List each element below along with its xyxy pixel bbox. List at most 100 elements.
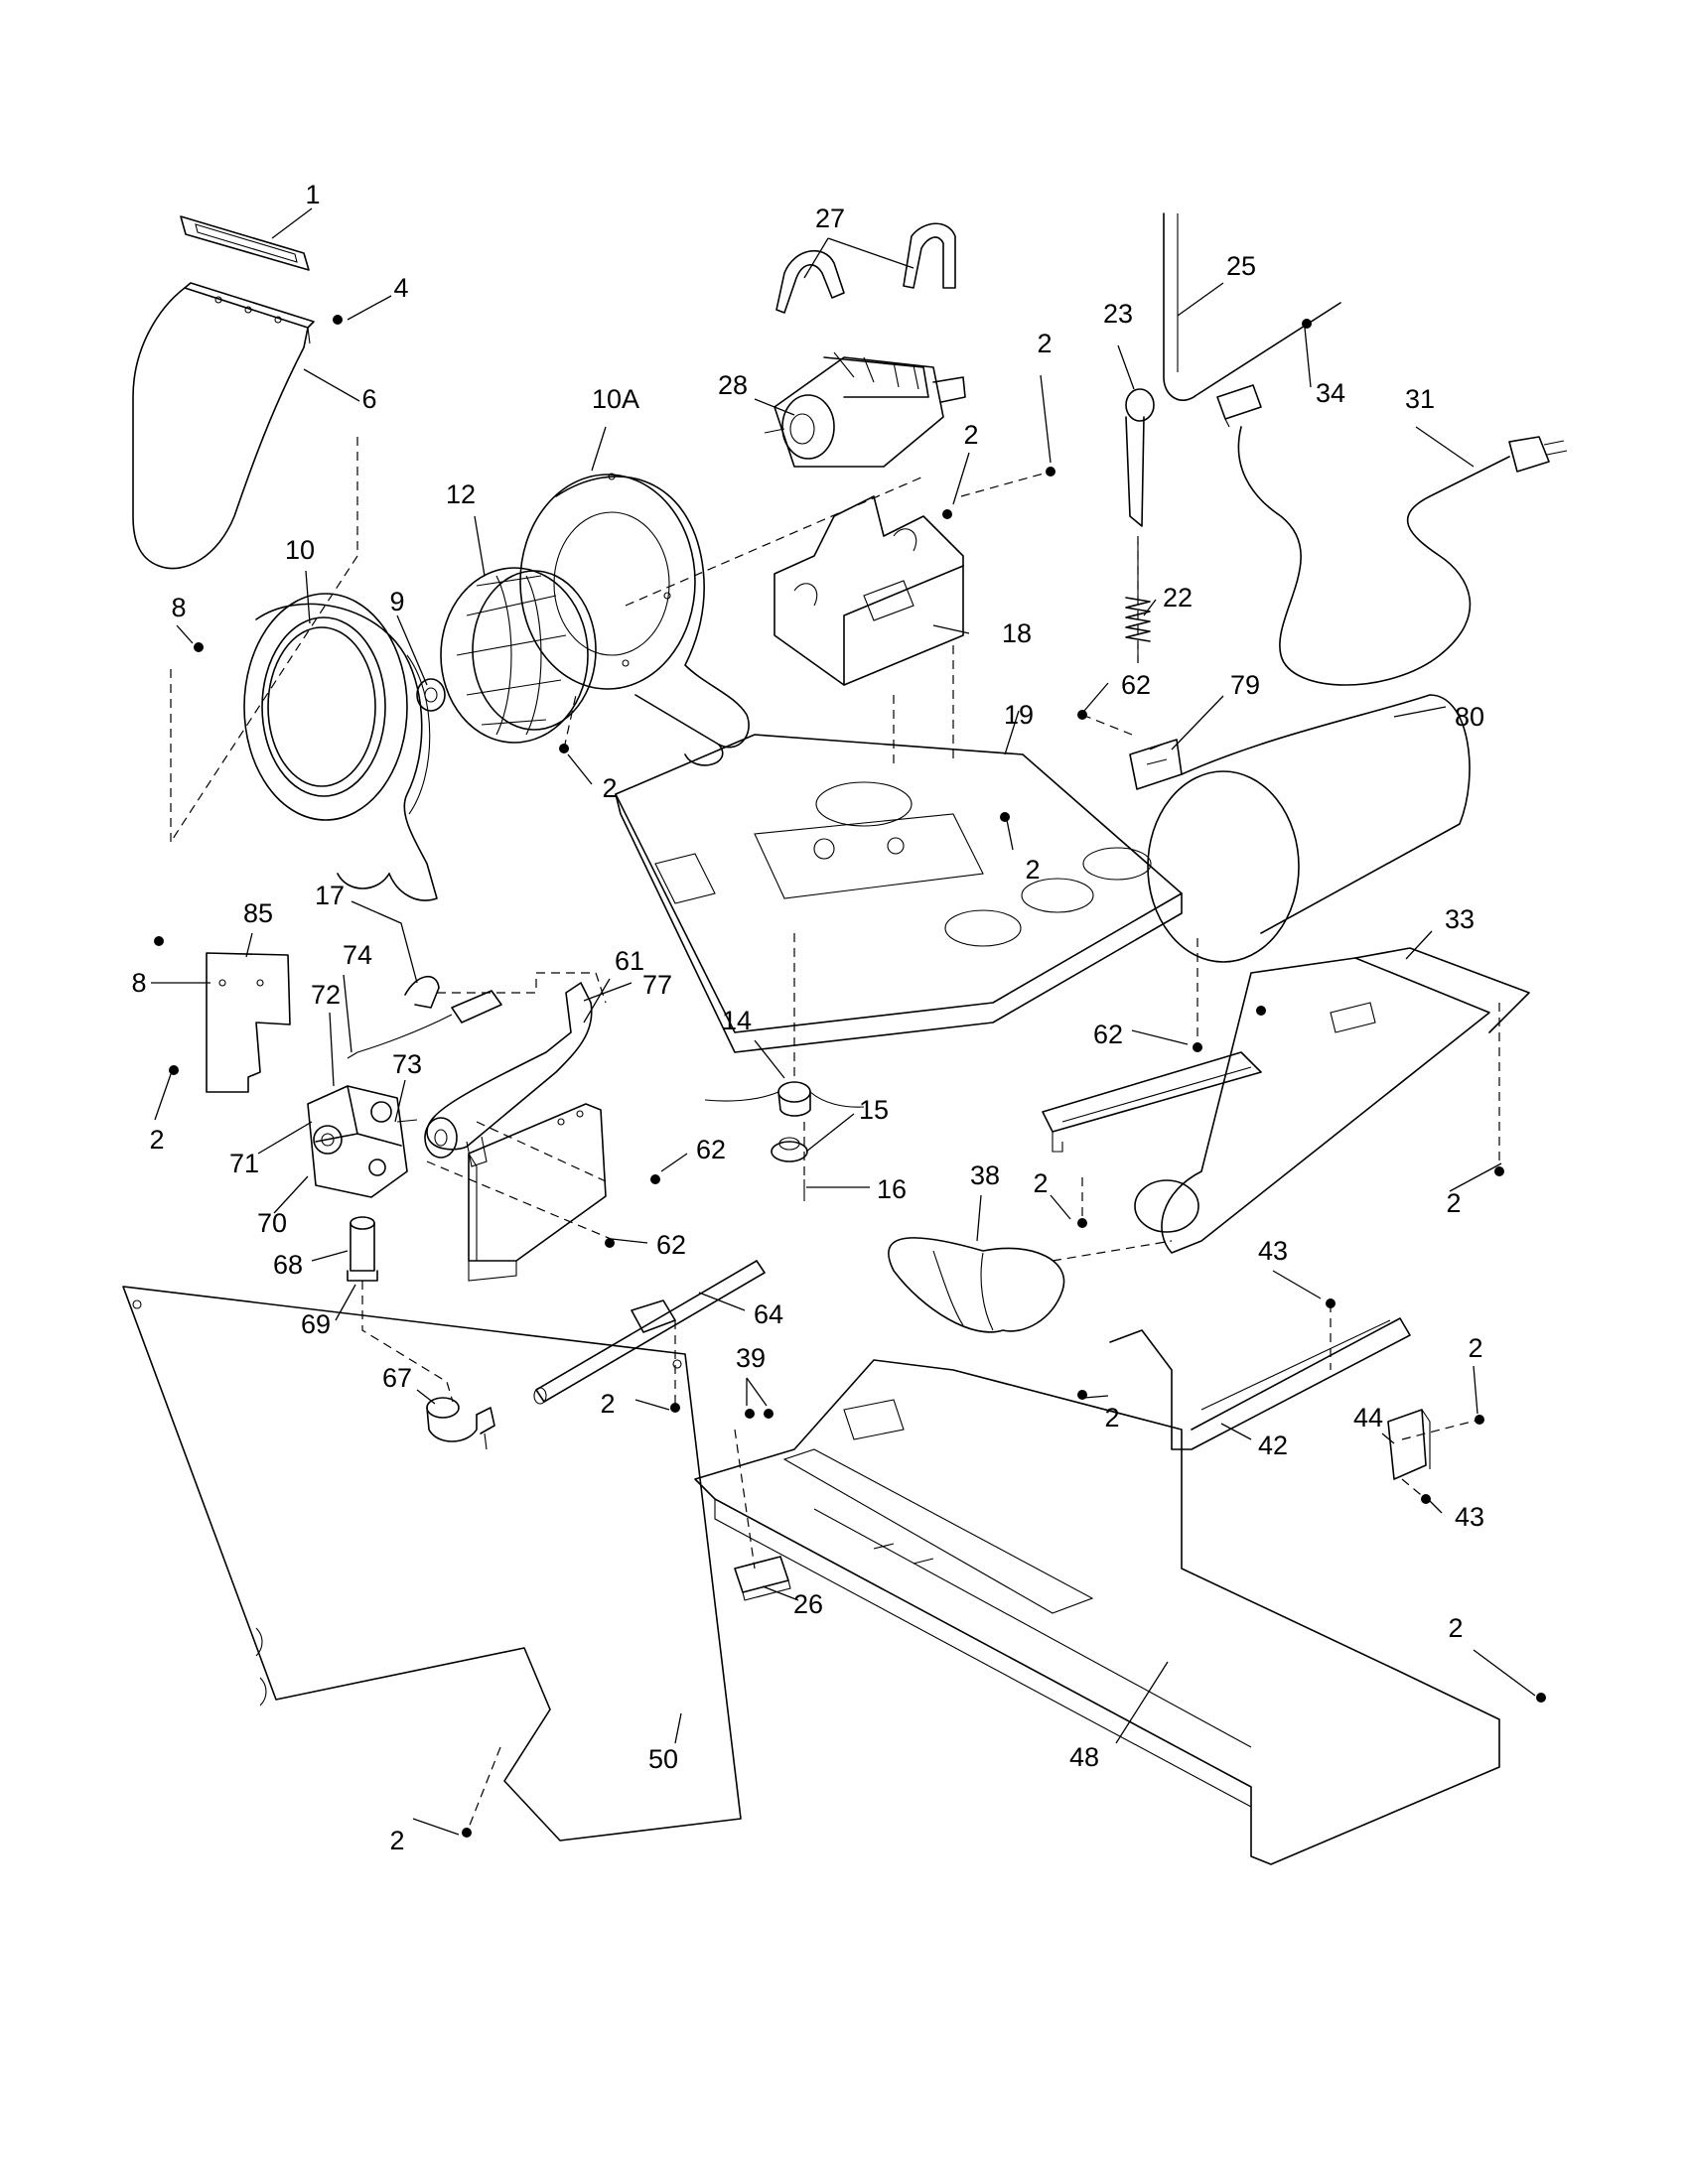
callout-2-left: 2 <box>149 1125 164 1155</box>
blower-assembly-guide-lines <box>170 437 358 843</box>
callout-72: 72 <box>311 980 341 1010</box>
callout-42: 42 <box>1258 1431 1288 1460</box>
part-85-shield <box>206 952 291 1093</box>
part-42-rear-rail <box>1109 1317 1411 1450</box>
callout-80: 80 <box>1455 702 1484 732</box>
part-77-burner-tube <box>424 982 593 1167</box>
part-64-manifold-pipe <box>533 1260 766 1405</box>
callout-85: 85 <box>243 898 273 928</box>
callout-62-top: 62 <box>1121 670 1151 700</box>
part-10-blower-housing-front <box>243 593 438 901</box>
part-17-igniter-bracket <box>404 976 440 1009</box>
callout-38: 38 <box>970 1160 1000 1190</box>
callout-18: 18 <box>1002 618 1032 648</box>
callout-64: 64 <box>754 1299 783 1329</box>
part-28-drive-motor <box>764 351 966 468</box>
callout-62-mid: 62 <box>696 1135 726 1164</box>
part-10a-blower-housing-rear <box>519 473 750 766</box>
part-70-gas-valve <box>307 1085 418 1198</box>
part-68-pipe-nipple <box>347 1216 378 1282</box>
callout-9: 9 <box>389 587 404 616</box>
callout-77: 77 <box>642 970 672 1000</box>
callout-22: 22 <box>1163 583 1193 613</box>
part-14-thermostat <box>704 1081 865 1117</box>
callout-6: 6 <box>361 384 376 414</box>
callout-15: 15 <box>859 1095 889 1125</box>
callout-2-pipe: 2 <box>600 1389 615 1419</box>
callout-31: 31 <box>1405 384 1435 414</box>
part-31-power-cord <box>1216 384 1568 686</box>
part-80-drum <box>1147 694 1471 963</box>
part-61-heat-shield <box>468 1103 607 1282</box>
callout-2-blower: 2 <box>602 773 617 803</box>
part-1-lint-filter-frame <box>180 215 310 271</box>
part-26-foot <box>734 1556 791 1601</box>
part-25-cabinet-corner <box>1163 212 1341 401</box>
callout-2-top-right: 2 <box>1037 329 1052 358</box>
callout-39: 39 <box>736 1343 766 1373</box>
part-12-blower-wheel <box>440 567 597 744</box>
part-33-heater-housing <box>1042 947 1530 1254</box>
callout-leader-lines <box>151 207 1536 1836</box>
callout-19: 19 <box>1004 700 1034 730</box>
fastener-screws <box>154 315 1546 1838</box>
callout-69: 69 <box>301 1309 331 1339</box>
callout-10: 10 <box>285 535 315 565</box>
callout-68: 68 <box>273 1250 303 1280</box>
callout-73: 73 <box>392 1049 422 1079</box>
callout-23: 23 <box>1103 299 1133 329</box>
callout-2-heater-right: 2 <box>1446 1188 1461 1218</box>
callout-61: 61 <box>615 946 644 976</box>
part-38-exhaust-elbow <box>888 1237 1065 1333</box>
callout-1: 1 <box>305 180 320 209</box>
callout-10a: 10A <box>592 384 639 414</box>
callout-2-base: 2 <box>1025 855 1040 885</box>
callout-labels: 1 4 6 10A 12 10 8 9 2 27 28 2 2 18 23 25… <box>131 180 1484 1855</box>
part-74-igniter <box>347 990 502 1059</box>
callout-2-panel: 2 <box>389 1826 404 1855</box>
callout-26: 26 <box>793 1589 823 1619</box>
callout-62-low: 62 <box>656 1230 686 1260</box>
callout-43-bottom: 43 <box>1455 1502 1484 1532</box>
part-48-cabinet-base <box>694 1359 1500 1865</box>
part-15-thermostat-bracket <box>771 1137 808 1162</box>
callout-2-base-right: 2 <box>1448 1613 1463 1643</box>
callout-70: 70 <box>257 1208 287 1238</box>
callout-2-bracket: 2 <box>1468 1333 1482 1363</box>
part-18-motor-mount <box>774 495 964 686</box>
callout-50: 50 <box>648 1744 678 1774</box>
callout-8-left: 8 <box>131 968 146 998</box>
callout-79: 79 <box>1230 670 1260 700</box>
callout-8-top: 8 <box>171 593 186 622</box>
callout-67: 67 <box>382 1363 412 1393</box>
callout-44: 44 <box>1353 1403 1383 1433</box>
callout-48: 48 <box>1069 1742 1099 1772</box>
part-67-shutoff-valve <box>426 1397 495 1450</box>
callout-16: 16 <box>877 1174 907 1204</box>
callout-2-rail: 2 <box>1104 1403 1119 1433</box>
part-6-exhaust-duct <box>132 282 315 570</box>
callout-27: 27 <box>815 204 845 233</box>
assembly-guide-lines <box>361 471 1500 1834</box>
callout-2-heater-left: 2 <box>1033 1168 1048 1198</box>
part-50-front-panel <box>122 1286 742 1842</box>
part-27-motor-clips <box>775 222 956 314</box>
callout-14: 14 <box>722 1006 752 1035</box>
callout-12: 12 <box>446 479 476 509</box>
callout-71: 71 <box>229 1149 259 1178</box>
part-9-washer <box>416 678 446 712</box>
part-44-bracket <box>1387 1409 1431 1480</box>
callout-34: 34 <box>1316 378 1345 408</box>
part-79-switch <box>1129 739 1183 790</box>
callout-25: 25 <box>1226 251 1256 281</box>
callout-28: 28 <box>718 370 748 400</box>
callout-17: 17 <box>315 881 345 910</box>
callout-43-top: 43 <box>1258 1236 1288 1266</box>
callout-74: 74 <box>343 940 372 970</box>
part-19-base <box>615 734 1183 1053</box>
callout-4: 4 <box>393 273 408 303</box>
callout-33: 33 <box>1445 904 1475 934</box>
part-23-idler-arm <box>1125 388 1155 527</box>
callout-62-drum: 62 <box>1093 1020 1123 1049</box>
